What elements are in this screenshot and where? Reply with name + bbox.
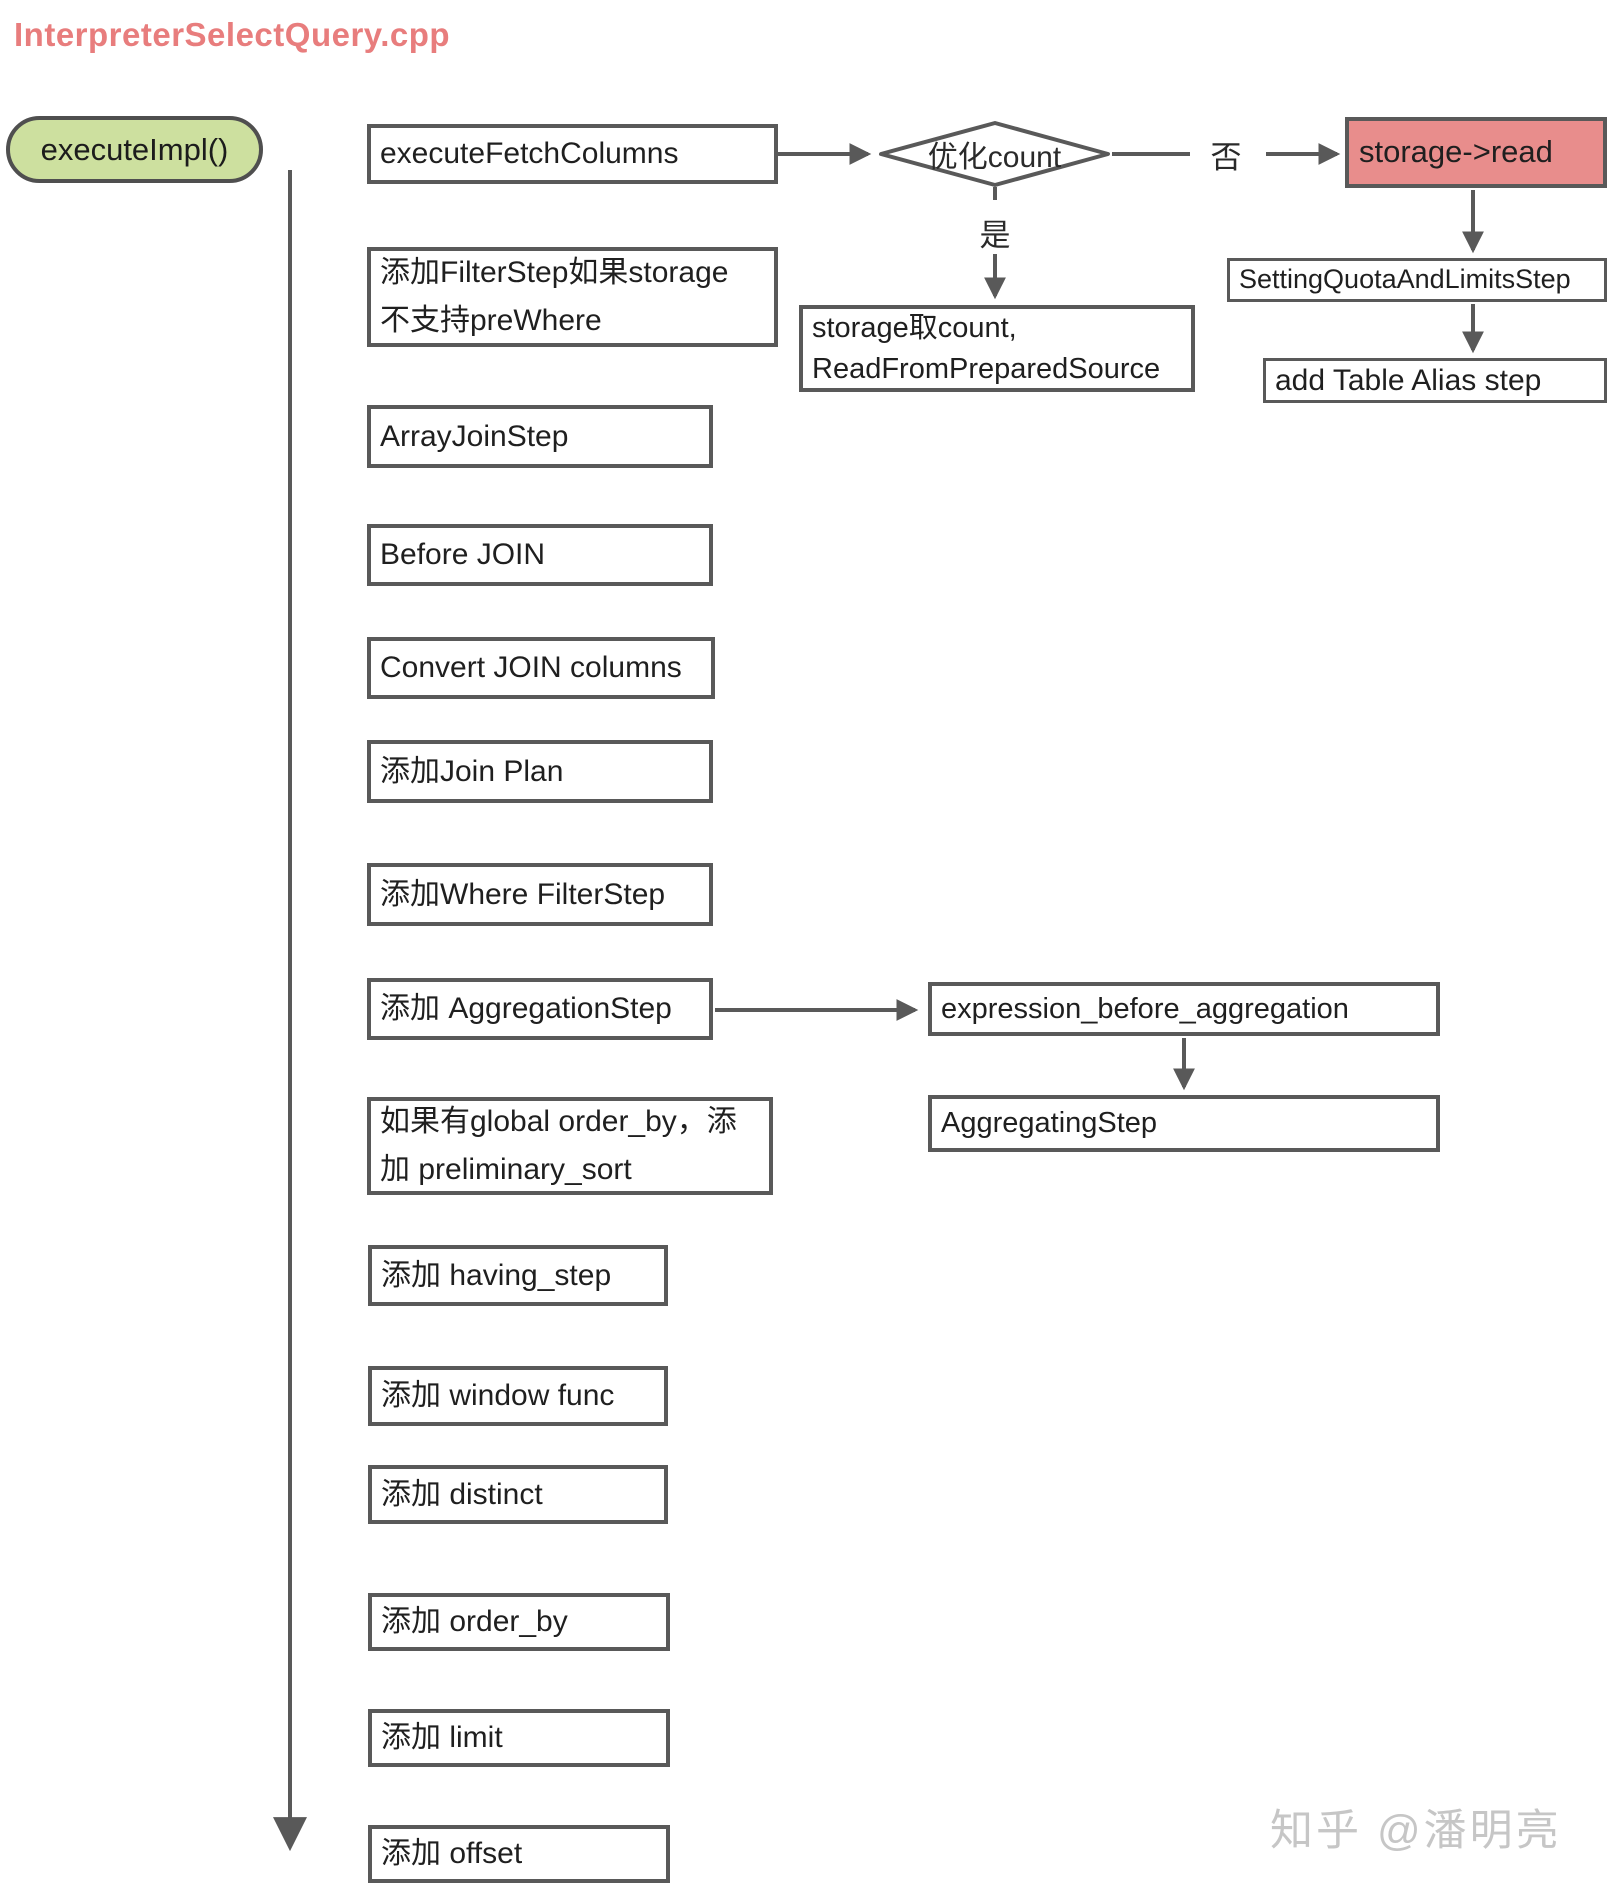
node-global-order-by-preliminary-sort: 如果有global order_by，添加 preliminary_sort	[367, 1097, 773, 1195]
node-add-table-alias-step: add Table Alias step	[1263, 358, 1607, 403]
node-storage-read: storage->read	[1345, 117, 1607, 188]
watermark: 知乎 @潘明亮	[1270, 1807, 1562, 1855]
node-execute-impl: executeImpl()	[6, 116, 263, 183]
node-execute-fetch-columns: executeFetchColumns	[367, 124, 778, 184]
node-add-join-plan: 添加Join Plan	[367, 740, 713, 803]
node-before-join: Before JOIN	[367, 524, 713, 586]
node-array-join-step: ArrayJoinStep	[367, 405, 713, 468]
label-yes: 是	[979, 217, 1011, 253]
node-convert-join-columns: Convert JOIN columns	[367, 637, 715, 699]
node-add-where-filter-step: 添加Where FilterStep	[367, 863, 713, 926]
label-no: 否	[1210, 139, 1242, 175]
decision-label: 优化count	[927, 141, 1062, 174]
node-add-window-func: 添加 window func	[368, 1366, 668, 1426]
node-storage-count-read-from-prepared-source: storage取count, ReadFromPreparedSource	[799, 305, 1195, 392]
node-aggregating-step: AggregatingStep	[928, 1095, 1440, 1152]
node-add-order-by: 添加 order_by	[368, 1593, 670, 1651]
node-add-aggregation-step: 添加 AggregationStep	[367, 978, 713, 1040]
decision-diamond	[879, 121, 1110, 187]
node-add-limit: 添加 limit	[368, 1709, 670, 1767]
page-title: InterpreterSelectQuery.cpp	[14, 16, 451, 53]
node-add-distinct: 添加 distinct	[368, 1465, 668, 1524]
node-expression-before-aggregation: expression_before_aggregation	[928, 982, 1440, 1036]
node-add-having-step: 添加 having_step	[368, 1245, 668, 1306]
node-setting-quota-and-limits-step: SettingQuotaAndLimitsStep	[1227, 258, 1607, 302]
node-add-offset: 添加 offset	[368, 1825, 670, 1883]
node-add-filter-step: 添加FilterStep如果storage不支持preWhere	[367, 247, 778, 347]
